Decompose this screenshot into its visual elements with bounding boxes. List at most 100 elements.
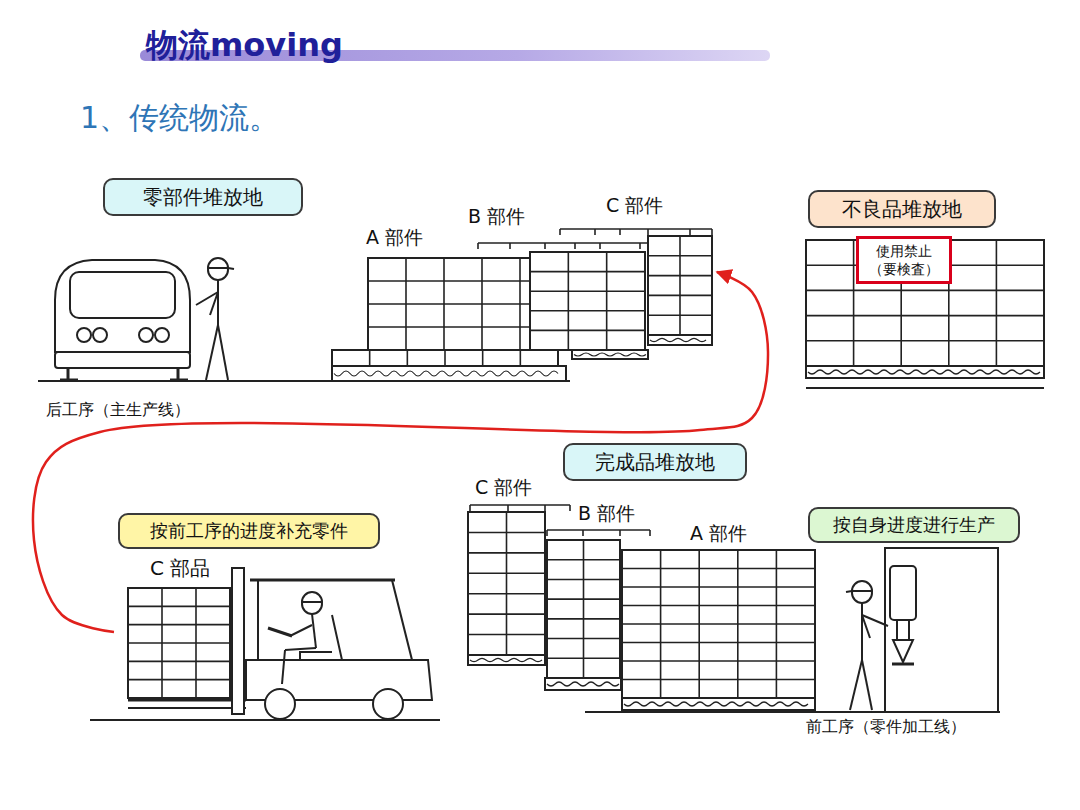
crate-line	[468, 613, 545, 615]
crate-line	[622, 623, 815, 625]
crate-line	[520, 350, 522, 366]
crate-line	[806, 264, 1044, 266]
label-bracket	[544, 505, 546, 511]
part-label: C 部品	[148, 556, 212, 580]
crate-line	[506, 512, 508, 655]
crate-line	[547, 618, 620, 620]
crate-line	[547, 579, 620, 581]
label-bracket	[546, 530, 548, 536]
car-body	[55, 260, 190, 352]
crate-stack	[128, 588, 230, 698]
warning-text: 使用禁止 （要検査）	[867, 242, 941, 278]
pallet-wave	[470, 658, 542, 661]
ground-line	[806, 387, 1044, 389]
label-bracket	[547, 529, 650, 531]
area-title: 按前工序的进度补充零件	[118, 513, 380, 549]
machine-body	[885, 548, 998, 712]
crate-line	[622, 660, 815, 662]
area-title: 按自身进度进行生产	[833, 514, 995, 536]
machine-tool	[893, 640, 913, 662]
machine-spindle	[897, 620, 909, 640]
worker-arm	[210, 292, 218, 315]
label-bracket	[470, 504, 570, 506]
crate-line	[622, 605, 815, 607]
crate-line	[622, 586, 815, 588]
pallet	[622, 698, 815, 710]
worker-cap	[208, 258, 228, 268]
car-stand	[170, 379, 188, 382]
crate-line	[648, 255, 712, 257]
worker-leg	[850, 660, 862, 710]
crate-line	[530, 310, 645, 312]
crate-line	[369, 350, 371, 366]
label-bracket	[477, 243, 479, 249]
part-label: B 部件	[576, 502, 637, 525]
crate-line	[547, 638, 620, 640]
forklift-wheel	[373, 689, 403, 719]
driver-cap	[302, 592, 322, 602]
warning-box: 使用禁止 （要検査）	[856, 236, 952, 284]
crate-line	[583, 540, 585, 678]
crate-line	[482, 350, 484, 366]
label-bracket	[559, 229, 561, 235]
crate-line	[407, 350, 409, 366]
worker-leg	[206, 325, 218, 380]
worker-cap	[852, 581, 872, 591]
forklift-steering	[268, 628, 292, 636]
driver-arm	[290, 625, 312, 636]
driver-body	[312, 614, 316, 648]
crate-stack	[648, 236, 712, 335]
crate-line	[853, 240, 855, 366]
pallet-wave	[574, 353, 646, 356]
page-title: 物流moving	[146, 26, 343, 64]
part-label: A 部件	[688, 522, 749, 545]
crate-line	[530, 271, 645, 273]
pallet	[648, 335, 712, 345]
pallet-wave	[334, 371, 558, 376]
part-label: C 部件	[604, 194, 665, 217]
label-bracket	[619, 229, 621, 235]
area-pill: 不良品堆放地	[808, 190, 996, 228]
crate-line	[606, 252, 608, 350]
label-bracket	[711, 229, 713, 235]
crate-line	[806, 340, 1044, 342]
crate-line	[468, 572, 545, 574]
label-bracket	[569, 505, 571, 511]
crate-line	[444, 350, 446, 366]
label-bracket	[594, 229, 596, 235]
crate-line	[128, 606, 230, 608]
part-label: B 部件	[466, 205, 527, 228]
car-stand	[177, 368, 180, 380]
machine-head	[890, 566, 916, 620]
label-bracket	[649, 530, 651, 536]
crate-line	[622, 568, 815, 570]
worker-cap-brim	[228, 268, 234, 269]
crate-line	[679, 236, 681, 335]
driver-leg	[282, 650, 285, 684]
crate-line	[806, 315, 1044, 317]
label-bracket	[574, 243, 576, 249]
label-bracket	[582, 530, 584, 536]
label-bracket	[619, 530, 621, 536]
process-pill: 按自身进度进行生产	[808, 507, 1020, 543]
part-label: 后工序（主生产线）	[44, 400, 192, 419]
car-headlight	[77, 328, 91, 342]
part-label: A 部件	[364, 226, 425, 249]
label-bracket	[507, 505, 509, 511]
car-headlight	[93, 328, 107, 342]
crate-line	[128, 661, 230, 663]
crate-line	[806, 290, 1044, 292]
crate-line	[468, 532, 545, 534]
crate-line	[568, 252, 570, 350]
area-title: 完成品堆放地	[595, 450, 715, 474]
car-headlight	[139, 328, 153, 342]
part-label: 前工序（零件加工线）	[804, 717, 968, 736]
storage-area: 零部件堆放地	[100, 178, 717, 388]
crate-line	[622, 679, 815, 681]
forklift-wheel	[265, 689, 295, 719]
forklift-pillar	[392, 580, 412, 660]
crate-line	[128, 624, 230, 626]
crate-line	[948, 240, 950, 366]
driver-leg	[285, 648, 316, 650]
